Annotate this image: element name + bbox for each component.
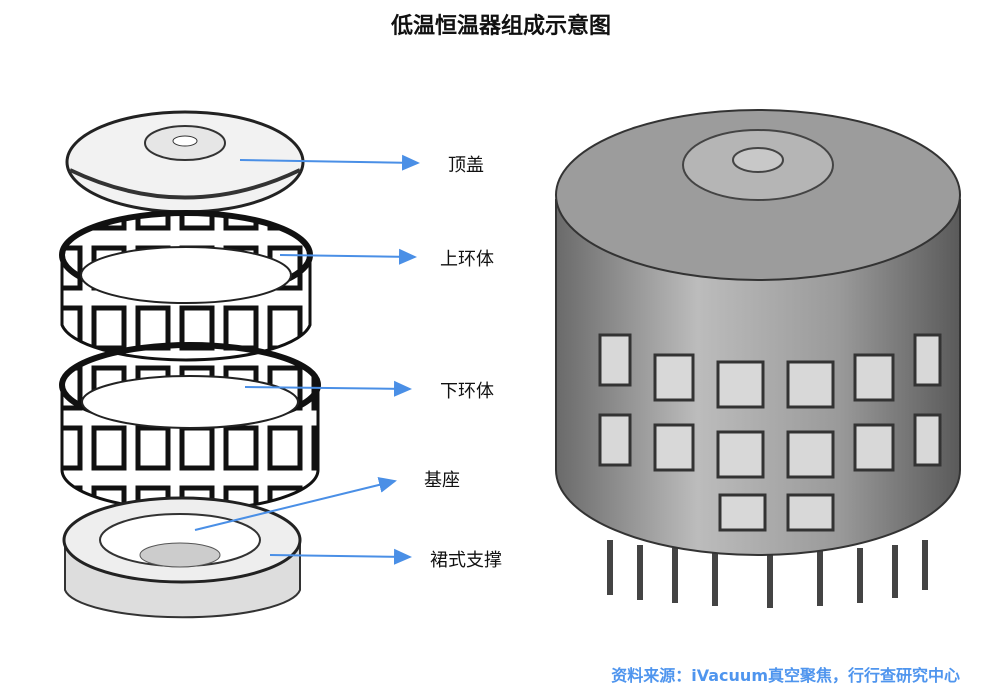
label-base: 基座 xyxy=(424,470,460,491)
label-skirt-support: 裙式支撑 xyxy=(430,550,502,571)
diagram-title: 低温恒温器组成示意图 xyxy=(390,14,611,39)
arrow-skirt-support xyxy=(269,548,412,565)
assembled-cryostat xyxy=(555,109,961,608)
label-top-cover: 顶盖 xyxy=(448,155,484,176)
label-lower-ring: 下环体 xyxy=(440,381,494,402)
arrow-top-cover xyxy=(239,154,420,171)
base-part xyxy=(62,496,302,619)
label-upper-ring: 上环体 xyxy=(440,249,494,270)
arrow-base xyxy=(194,477,397,531)
arrow-upper-ring xyxy=(279,248,417,265)
upper-ring-part xyxy=(59,210,313,362)
lower-ring-part xyxy=(59,342,321,512)
top-cover-part xyxy=(65,110,305,214)
arrow-lower-ring xyxy=(244,380,412,397)
source-note: 资料来源：iVacuum真空聚焦，行行查研究中心 xyxy=(611,666,960,685)
